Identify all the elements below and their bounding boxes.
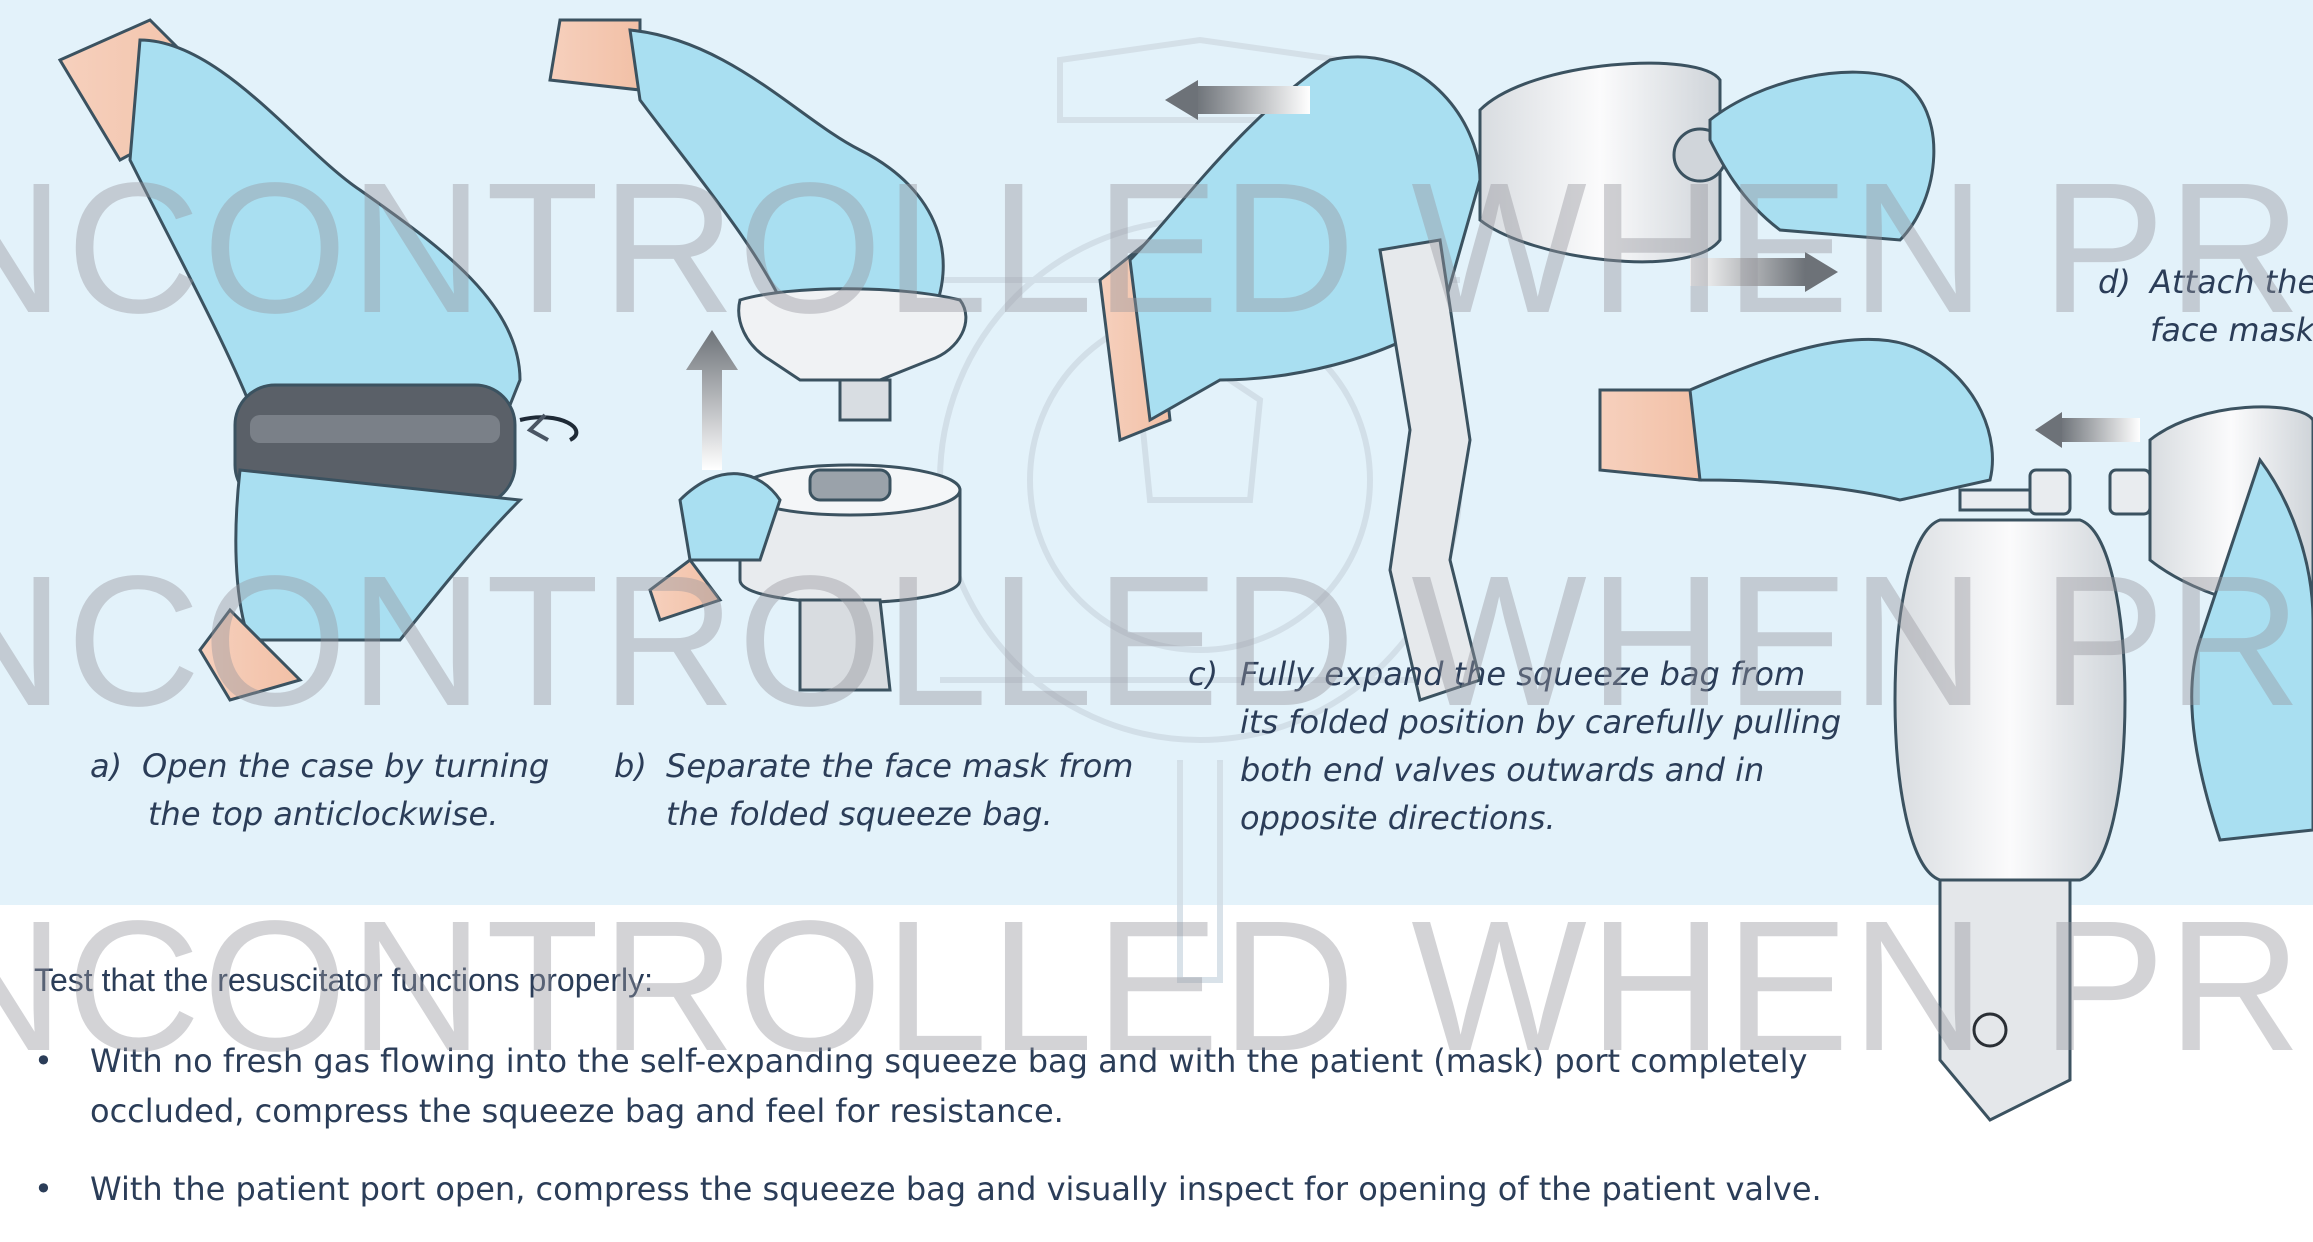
caption-c-line-3: both end valves outwards and in — [1240, 746, 1764, 794]
caption-c-line-1: Fully expand the squeeze bag from — [1240, 650, 1805, 698]
caption-a: a) Open the case by turning the top anti… — [90, 742, 570, 842]
caption-c-line-4: opposite directions. — [1240, 794, 1556, 842]
caption-a-letter: a) — [90, 742, 122, 790]
bullet-list: • With no fresh gas flowing into the sel… — [34, 1036, 1884, 1242]
caption-c: c) Fully expand the squeeze bag from its… — [1188, 650, 1828, 850]
procedure-illustrations — [0, 0, 2313, 1213]
bullet-2-line-1: With the patient port open, compress the… — [90, 1164, 1880, 1214]
caption-d: d) Attach the face mask. — [2098, 258, 2313, 358]
caption-b: b) Separate the face mask from the folde… — [614, 742, 1134, 842]
illustration-b — [550, 20, 966, 690]
list-item: • With the patient port open, compress t… — [34, 1164, 1884, 1214]
caption-c-letter: c) — [1188, 650, 1218, 698]
caption-c-line-2: its folded position by carefully pulling — [1240, 698, 1841, 746]
bullet-glyph: • — [34, 1164, 74, 1214]
caption-b-line-2: the folded squeeze bag. — [666, 790, 1053, 838]
caption-a-line-2: the top anticlockwise. — [148, 790, 498, 838]
bullet-1-line-2: occluded, compress the squeeze bag and f… — [90, 1086, 1880, 1136]
caption-d-line-2: face mask. — [2150, 306, 2313, 354]
intro-text: Test that the resuscitator functions pro… — [34, 962, 653, 999]
bullet-glyph: • — [34, 1036, 74, 1086]
caption-b-line-1: Separate the face mask from — [666, 742, 1133, 790]
bullet-1-line-1: With no fresh gas flowing into the self-… — [90, 1036, 1880, 1086]
caption-d-line-1: Attach the — [2150, 258, 2313, 306]
caption-d-letter: d) — [2098, 258, 2131, 306]
caption-a-line-1: Open the case by turning — [142, 742, 549, 790]
illustration-a — [60, 20, 576, 700]
caption-b-letter: b) — [614, 742, 647, 790]
list-item: • With no fresh gas flowing into the sel… — [34, 1036, 1884, 1136]
